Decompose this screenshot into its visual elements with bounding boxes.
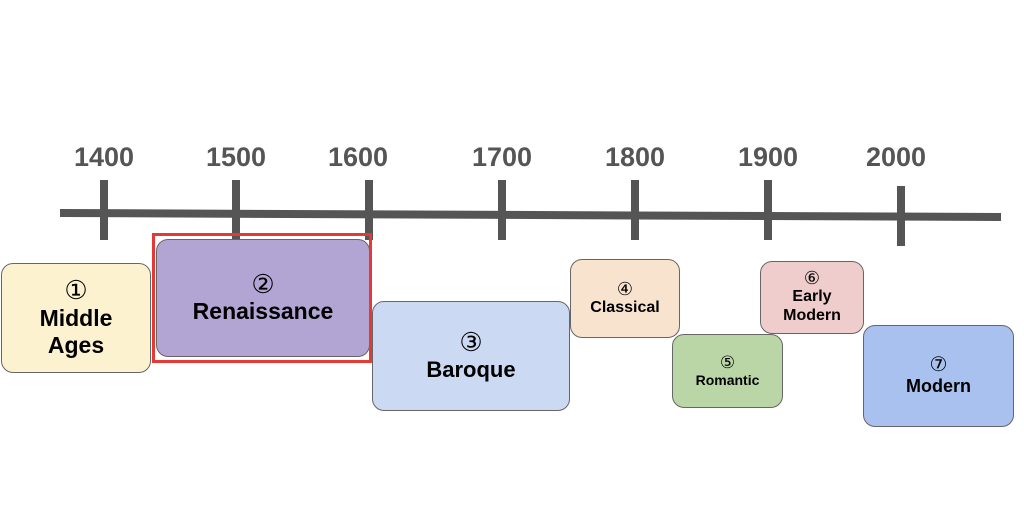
year-label-1600: 1600 <box>327 142 389 172</box>
year-label-2000: 2000 <box>865 142 927 172</box>
selection-highlight <box>152 233 372 363</box>
era-name: Baroque <box>426 356 516 382</box>
timeline-line <box>59 209 1002 221</box>
era-box-classical: ④ Classical <box>570 259 680 338</box>
era-box-early-modern: ⑥ Early Modern <box>760 261 864 334</box>
era-box-renaissance: ② Renaissance <box>156 239 370 357</box>
era-number: ① <box>64 275 88 306</box>
era-number: ③ <box>459 327 483 358</box>
era-number: ⑥ <box>803 268 821 289</box>
year-label-1400: 1400 <box>73 142 135 172</box>
year-label-1800: 1800 <box>604 142 666 172</box>
era-box-romantic: ⑤ Romantic <box>672 334 783 408</box>
era-name: Modern <box>906 375 971 396</box>
era-number: ⑦ <box>929 353 948 376</box>
era-box-middle-ages: ① Middle Ages <box>1 263 151 373</box>
era-number: ④ <box>616 278 634 299</box>
era-number: ② <box>251 268 275 299</box>
era-name: Romantic <box>695 371 760 388</box>
year-label-1700: 1700 <box>471 142 533 172</box>
era-name: Early Modern <box>783 288 841 324</box>
era-number: ⑤ <box>719 352 736 372</box>
year-label-1500: 1500 <box>205 142 267 172</box>
era-name: Classical <box>590 298 660 316</box>
era-box-modern: ⑦ Modern <box>863 325 1014 427</box>
year-label-1900: 1900 <box>737 142 799 172</box>
era-name: Middle Ages <box>39 304 113 358</box>
era-box-baroque: ③ Baroque <box>372 301 570 411</box>
era-name: Renaissance <box>192 298 334 325</box>
